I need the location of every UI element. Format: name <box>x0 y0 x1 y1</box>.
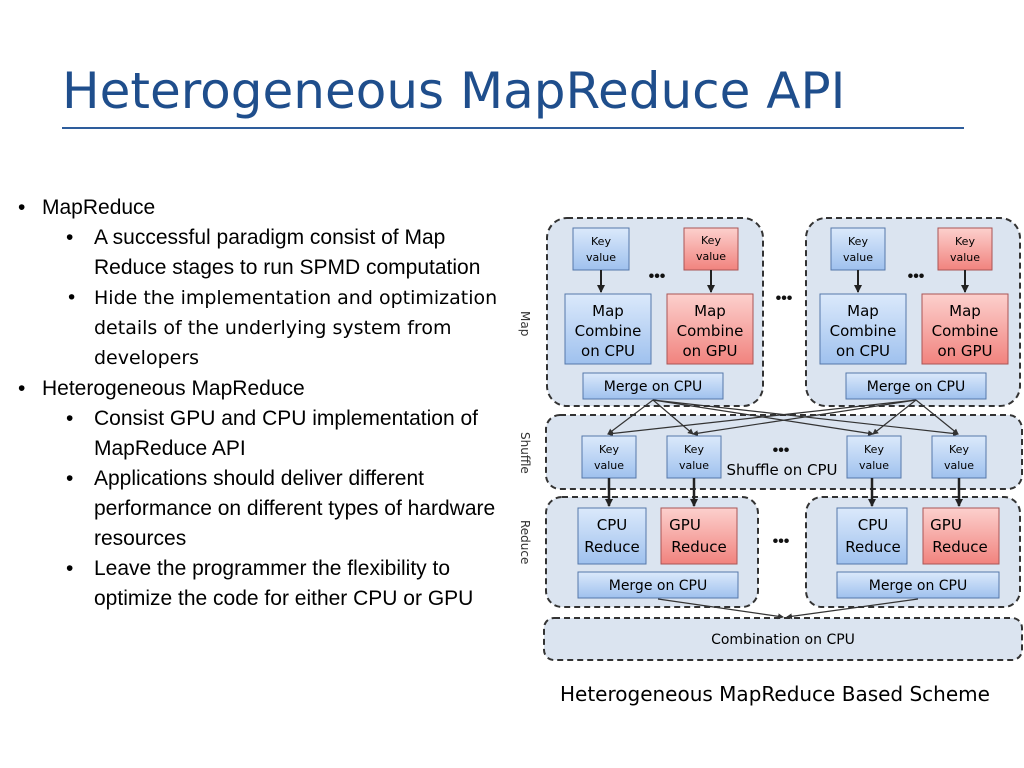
map-combine-cpu-left: Map Combine on CPU <box>564 293 652 365</box>
svg-text:value: value <box>679 459 709 472</box>
gpu-reduce-left: GPU Reduce <box>660 507 738 565</box>
combination-panel <box>543 617 1023 661</box>
merge-on-cpu-map-right: Merge on CPU <box>845 372 987 400</box>
map-combine-gpu-left: Map Combine on GPU <box>666 293 754 365</box>
merge-on-cpu-reduce-left: Merge on CPU <box>577 571 739 599</box>
stage-label-map: Map <box>518 311 532 336</box>
ellipsis: ••• <box>773 533 790 550</box>
slide-title: Heterogeneous MapReduce API <box>62 62 846 120</box>
svg-text:Key: Key <box>684 443 704 456</box>
combination-on-cpu-label: Combination on CPU <box>711 632 855 648</box>
svg-text:Reduce: Reduce <box>584 538 639 556</box>
svg-text:value: value <box>944 459 974 472</box>
svg-text:Merge on CPU: Merge on CPU <box>604 379 703 395</box>
svg-text:GPU: GPU <box>930 516 962 534</box>
stage-label-reduce: Reduce <box>518 520 532 564</box>
ellipsis: ••• <box>773 442 790 459</box>
shuffle-key-value-1: Key value <box>581 435 637 479</box>
merge-on-cpu-map-left: Merge on CPU <box>582 372 724 400</box>
svg-text:value: value <box>696 250 726 263</box>
svg-text:value: value <box>843 251 873 264</box>
shuffle-key-value-4: Key value <box>931 435 987 479</box>
ellipsis: ••• <box>649 268 666 285</box>
map-left-key-value-gpu: Key value <box>683 227 739 271</box>
svg-text:on GPU: on GPU <box>682 342 737 360</box>
svg-text:value: value <box>586 251 616 264</box>
map-right-key-value-gpu: Key value <box>937 227 993 271</box>
sub-bullet: Leave the programmer the flexibility to … <box>66 554 510 614</box>
sub-bullet: Hide the implementation and optimization… <box>66 283 510 373</box>
svg-text:Combine: Combine <box>932 322 999 340</box>
svg-text:on CPU: on CPU <box>836 342 890 360</box>
svg-text:value: value <box>859 459 889 472</box>
shuffle-key-value-2: Key value <box>666 435 722 479</box>
svg-text:Map: Map <box>592 302 624 320</box>
ellipsis: ••• <box>908 268 925 285</box>
ellipsis: ••• <box>776 290 793 307</box>
map-right-key-value-cpu: Key value <box>830 227 886 271</box>
svg-text:GPU: GPU <box>669 516 701 534</box>
svg-text:CPU: CPU <box>597 516 628 534</box>
svg-text:Map: Map <box>949 302 981 320</box>
svg-text:Reduce: Reduce <box>845 538 900 556</box>
svg-text:Key: Key <box>599 443 619 456</box>
map-combine-cpu-right: Map Combine on CPU <box>819 293 907 365</box>
svg-text:Key: Key <box>591 235 611 248</box>
shuffle-on-cpu-label: Shuffle on CPU <box>727 461 838 479</box>
shuffle-key-value-3: Key value <box>846 435 902 479</box>
bullet-mapreduce: MapReduce <box>10 192 510 223</box>
svg-text:value: value <box>950 251 980 264</box>
gpu-reduce-right: GPU Reduce <box>922 507 1000 565</box>
shuffle-arrows <box>607 399 959 437</box>
svg-text:Key: Key <box>955 235 975 248</box>
title-underline <box>62 127 964 129</box>
sub-bullet: A successful paradigm consist of Map Red… <box>66 223 510 283</box>
sub-bullet: Applications should deliver different pe… <box>66 464 510 554</box>
svg-text:Merge on CPU: Merge on CPU <box>869 578 968 594</box>
svg-text:Map: Map <box>847 302 879 320</box>
svg-text:Combine: Combine <box>677 322 744 340</box>
svg-text:Merge on CPU: Merge on CPU <box>867 379 966 395</box>
bullet-list: MapReduce A successful paradigm consist … <box>10 192 510 614</box>
svg-text:Reduce: Reduce <box>671 538 726 556</box>
merge-on-cpu-reduce-right: Merge on CPU <box>836 571 1000 599</box>
svg-text:Key: Key <box>949 443 969 456</box>
cpu-reduce-right: CPU Reduce <box>836 507 908 565</box>
map-combine-gpu-right: Map Combine on GPU <box>921 293 1009 365</box>
cpu-reduce-left: CPU Reduce <box>577 507 647 565</box>
svg-text:Combine: Combine <box>575 322 642 340</box>
bullet-heterogeneous-mapreduce: Heterogeneous MapReduce <box>10 373 510 404</box>
svg-text:Reduce: Reduce <box>932 538 987 556</box>
stage-label-shuffle: Shuffle <box>518 432 532 474</box>
svg-text:Key: Key <box>848 235 868 248</box>
diagram-caption: Heterogeneous MapReduce Based Scheme <box>560 682 990 706</box>
svg-text:CPU: CPU <box>858 516 889 534</box>
map-left-key-value-cpu: Key value <box>572 227 630 271</box>
svg-text:Key: Key <box>864 443 884 456</box>
sub-bullet: Consist GPU and CPU implementation of Ma… <box>66 404 510 464</box>
svg-text:on GPU: on GPU <box>937 342 992 360</box>
svg-text:value: value <box>594 459 624 472</box>
svg-text:on CPU: on CPU <box>581 342 635 360</box>
svg-text:Key: Key <box>701 234 721 247</box>
svg-text:Combine: Combine <box>830 322 897 340</box>
svg-text:Map: Map <box>694 302 726 320</box>
svg-text:Merge on CPU: Merge on CPU <box>609 578 708 594</box>
